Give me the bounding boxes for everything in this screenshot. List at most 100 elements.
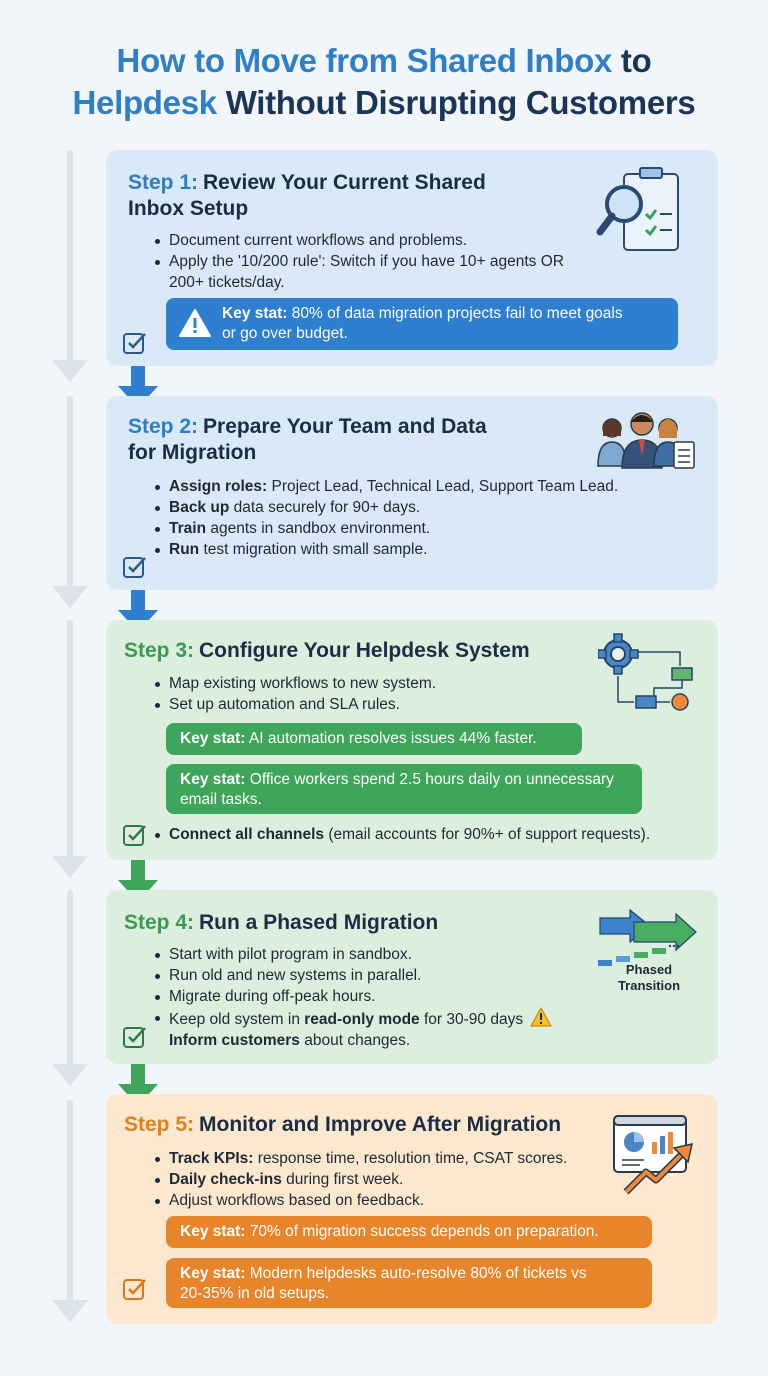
list-item-bold: Assign roles: [169,478,268,495]
step-4-title: Step 4:Run a Phased Migration [124,910,438,936]
checkbox-icon [123,1279,146,1300]
list-item: Track KPIs: response time, resolution ti… [152,1148,567,1169]
checkbox-icon [123,1027,146,1048]
team-people-icon [597,412,695,469]
list-item-text: during first week. [281,1171,404,1188]
warning-icon [179,309,211,337]
step-5-card: Step 5:Monitor and Improve After Migrati… [106,1094,718,1324]
step-3-bullets: Map existing workflows to new system. Se… [152,673,436,715]
list-item-text: Keep old system in [169,1011,305,1028]
key-stat-banner: Key stat: 70% of migration success depen… [166,1216,652,1248]
list-item: Inform customers about changes. [152,1030,552,1051]
list-item-text: test migration with small sample. [199,541,428,558]
list-item: Run old and new systems in parallel. [152,965,552,986]
stat-label: Key stat: [180,730,246,747]
step-title-text: Monitor and Improve After Migration [199,1113,562,1136]
list-item-bold: Inform customers [169,1032,300,1049]
list-item: Back up data securely for 90+ days. [152,497,618,518]
step-3-card: Step 3:Configure Your Helpdesk System Ma… [106,620,718,860]
stat-text: email tasks. [180,791,262,808]
stat-label: Key stat: [180,1265,246,1282]
timeline-rail-3 [52,620,88,882]
checkbox-icon [123,557,146,578]
warning-icon [530,1007,553,1027]
step-1-card: Step 1:Review Your Current Shared Inbox … [106,150,718,366]
step-2-card: Step 2:Prepare Your Team and Data for Mi… [106,396,718,590]
step-3-title: Step 3:Configure Your Helpdesk System [124,638,530,664]
timeline-rail-4 [52,890,88,1090]
step-title-text: Inbox Setup [128,197,249,220]
timeline-rail-1 [52,150,88,386]
key-stat-banner: Key stat: AI automation resolves issues … [166,723,582,755]
stat-text: AI automation resolves issues 44% faster… [245,730,537,747]
list-item-bold: Track KPIs: [169,1150,254,1167]
stat-label: Key stat: [180,771,246,788]
list-item: Migrate during off-peak hours. [152,986,552,1007]
step-number: Step 5: [124,1113,195,1136]
key-stat-banner: Key stat: Modern helpdesks auto-resolve … [166,1258,652,1308]
list-item-text: data securely for 90+ days. [229,499,421,516]
title-highlight-1: How to Move from Shared Inbox [116,42,613,79]
phased-transition-label: Phased Transition [612,962,686,994]
list-item: Apply the '10/200 rule': Switch if you h… [152,251,564,272]
step-5-bullets: Track KPIs: response time, resolution ti… [152,1148,567,1211]
title-highlight-2: Helpdesk [72,84,218,121]
step-number: Step 3: [124,639,195,662]
title-text-1: to [612,42,652,79]
list-item: Map existing workflows to new system. [152,673,436,694]
step-1-title: Step 1:Review Your Current Shared Inbox … [128,170,486,222]
stat-label: Key stat: [180,1223,246,1240]
step-5-title: Step 5:Monitor and Improve After Migrati… [124,1112,561,1138]
key-stat-banner: Key stat: 80% of data migration projects… [166,298,678,350]
key-stat-banner: Key stat: Office workers spend 2.5 hours… [166,764,642,814]
title-text-2: Without Disrupting Customers [216,84,696,121]
step-number: Step 1: [128,171,199,194]
icon-caption: Transition [617,978,681,993]
list-item: Set up automation and SLA rules. [152,694,436,715]
page-title: How to Move from Shared Inbox to Helpdes… [0,40,768,124]
list-item-text: about changes. [299,1032,411,1049]
stat-text: or go over budget. [222,325,348,342]
checkbox-icon [123,825,146,846]
stat-text: 80% of data migration projects fail to m… [287,305,623,322]
stat-text: 20-35% in old setups. [180,1285,330,1302]
step-number: Step 2: [128,415,199,438]
timeline-rail-2 [52,396,88,612]
step-title-text: Configure Your Helpdesk System [199,639,530,662]
list-item-bold: Back up [169,499,230,516]
list-item: Run test migration with small sample. [152,539,618,560]
list-item-text: agents in sandbox environment. [206,520,431,537]
step-2-bullets: Assign roles: Project Lead, Technical Le… [152,476,618,560]
stat-text: Office workers spend 2.5 hours daily on … [245,771,614,788]
phased-arrows-icon [598,908,697,966]
stat-label: Key stat: [222,305,288,322]
step-3-bullets-final: Connect all channels (email accounts for… [152,824,650,845]
step-4-card: Step 4:Run a Phased Migration Start with… [106,890,718,1064]
list-item: Train agents in sandbox environment. [152,518,618,539]
list-item: Keep old system in read-only mode for 30… [152,1007,553,1030]
stat-text: Modern helpdesks auto-resolve 80% of tic… [245,1265,587,1282]
step-4-bullets: Start with pilot program in sandbox. Run… [152,944,553,1051]
list-item-bold: read-only mode [304,1011,420,1028]
list-item: Adjust workflows based on feedback. [152,1190,567,1211]
analytics-chart-icon [613,1115,693,1195]
step-title-text: Run a Phased Migration [199,911,439,934]
list-item-text: for 30-90 days [419,1011,524,1028]
list-item: 200+ tickets/day. [169,274,285,291]
step-title-text: Review Your Current Shared [203,171,486,194]
checkbox-icon [123,333,146,354]
list-item: Connect all channels (email accounts for… [152,824,650,845]
list-item-text: (email accounts for 90%+ of support requ… [324,826,651,843]
magnifier-checklist-icon [596,167,679,251]
step-title-text: for Migration [128,441,257,464]
list-item: Document current workflows and problems. [152,230,564,251]
list-item-text: Adjust workflows based on feedback. [169,1192,425,1209]
list-item: Daily check-ins during first week. [152,1169,567,1190]
list-item-bold: Daily check-ins [169,1171,282,1188]
gear-workflow-icon [598,633,693,711]
list-item-text: response time, resolution time, CSAT sco… [253,1150,568,1167]
list-item-bold: Run [169,541,200,558]
list-item-bold: Train [169,520,207,537]
stat-text: 70% of migration success depends on prep… [245,1223,599,1240]
icon-caption: Phased [625,962,673,977]
